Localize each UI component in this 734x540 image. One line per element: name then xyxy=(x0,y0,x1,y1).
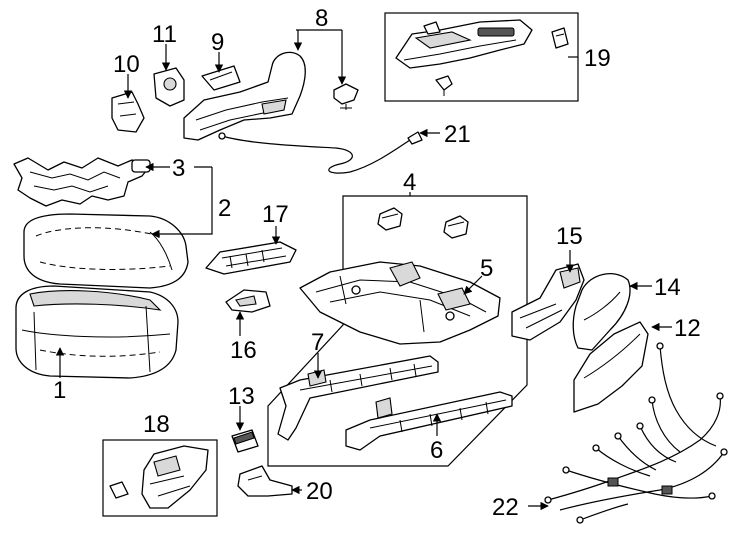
callout-2: 2 xyxy=(218,195,231,222)
side-cover-part-12 xyxy=(573,321,649,413)
trim-panel-part-19 xyxy=(395,19,533,69)
callout-labels: 1 2 3 4 5 6 7 8 9 10 11 12 13 14 15 16 1… xyxy=(53,5,701,521)
side-panel-part-14 xyxy=(572,273,631,351)
nut-left-part-4 xyxy=(377,207,403,231)
callout-8: 8 xyxy=(315,5,328,32)
callout-15: 15 xyxy=(556,223,583,250)
callout-13: 13 xyxy=(228,383,255,410)
callout-9: 9 xyxy=(211,29,224,56)
callout-21: 21 xyxy=(444,121,471,148)
callout-7: 7 xyxy=(311,329,324,356)
connector-part-13 xyxy=(231,429,259,453)
clip-part-18 xyxy=(109,481,129,499)
nut-right-part-4 xyxy=(443,215,469,239)
callout-3: 3 xyxy=(172,155,185,182)
switch-part-11 xyxy=(153,67,185,107)
part-18-group-box xyxy=(102,439,218,517)
callout-10: 10 xyxy=(113,51,140,78)
seat-cushion-cover-part-1 xyxy=(15,285,179,379)
side-cover-part-18 xyxy=(141,445,209,509)
callout-14: 14 xyxy=(654,274,681,301)
callout-16: 16 xyxy=(230,337,257,364)
part-4-group-box xyxy=(267,195,528,467)
callout-11: 11 xyxy=(152,21,177,48)
callout-1: 1 xyxy=(53,377,66,404)
shield-part-15 xyxy=(511,263,585,341)
seat-track-cover-part-17 xyxy=(205,241,297,275)
wire-harness-part-22 xyxy=(544,342,728,524)
bracket-part-20 xyxy=(237,465,293,497)
clip-part-8 xyxy=(333,83,359,110)
fastener-part-19 xyxy=(435,75,453,96)
clip-part-19 xyxy=(551,27,569,49)
seat-cushion-pad-part-2 xyxy=(23,213,189,289)
seat-track-right-part-6 xyxy=(345,391,513,451)
side-shield-part-8 xyxy=(183,51,306,141)
callout-22: 22 xyxy=(492,494,519,521)
leader-lines xyxy=(55,29,672,511)
seat-heater-mat-part-3 xyxy=(13,157,151,207)
bracket-part-10 xyxy=(111,91,145,133)
callout-20: 20 xyxy=(306,478,333,505)
release-cable-part-21 xyxy=(218,131,423,174)
callout-17: 17 xyxy=(262,201,289,228)
callout-12: 12 xyxy=(674,315,701,342)
callout-6: 6 xyxy=(430,437,443,464)
callout-19: 19 xyxy=(584,45,611,72)
trim-piece-part-9 xyxy=(201,65,241,91)
callout-4: 4 xyxy=(403,169,416,196)
callout-5: 5 xyxy=(480,255,493,282)
bracket-part-16 xyxy=(225,289,271,313)
callout-18: 18 xyxy=(143,411,170,438)
seat-frame-part-5 xyxy=(299,261,501,345)
